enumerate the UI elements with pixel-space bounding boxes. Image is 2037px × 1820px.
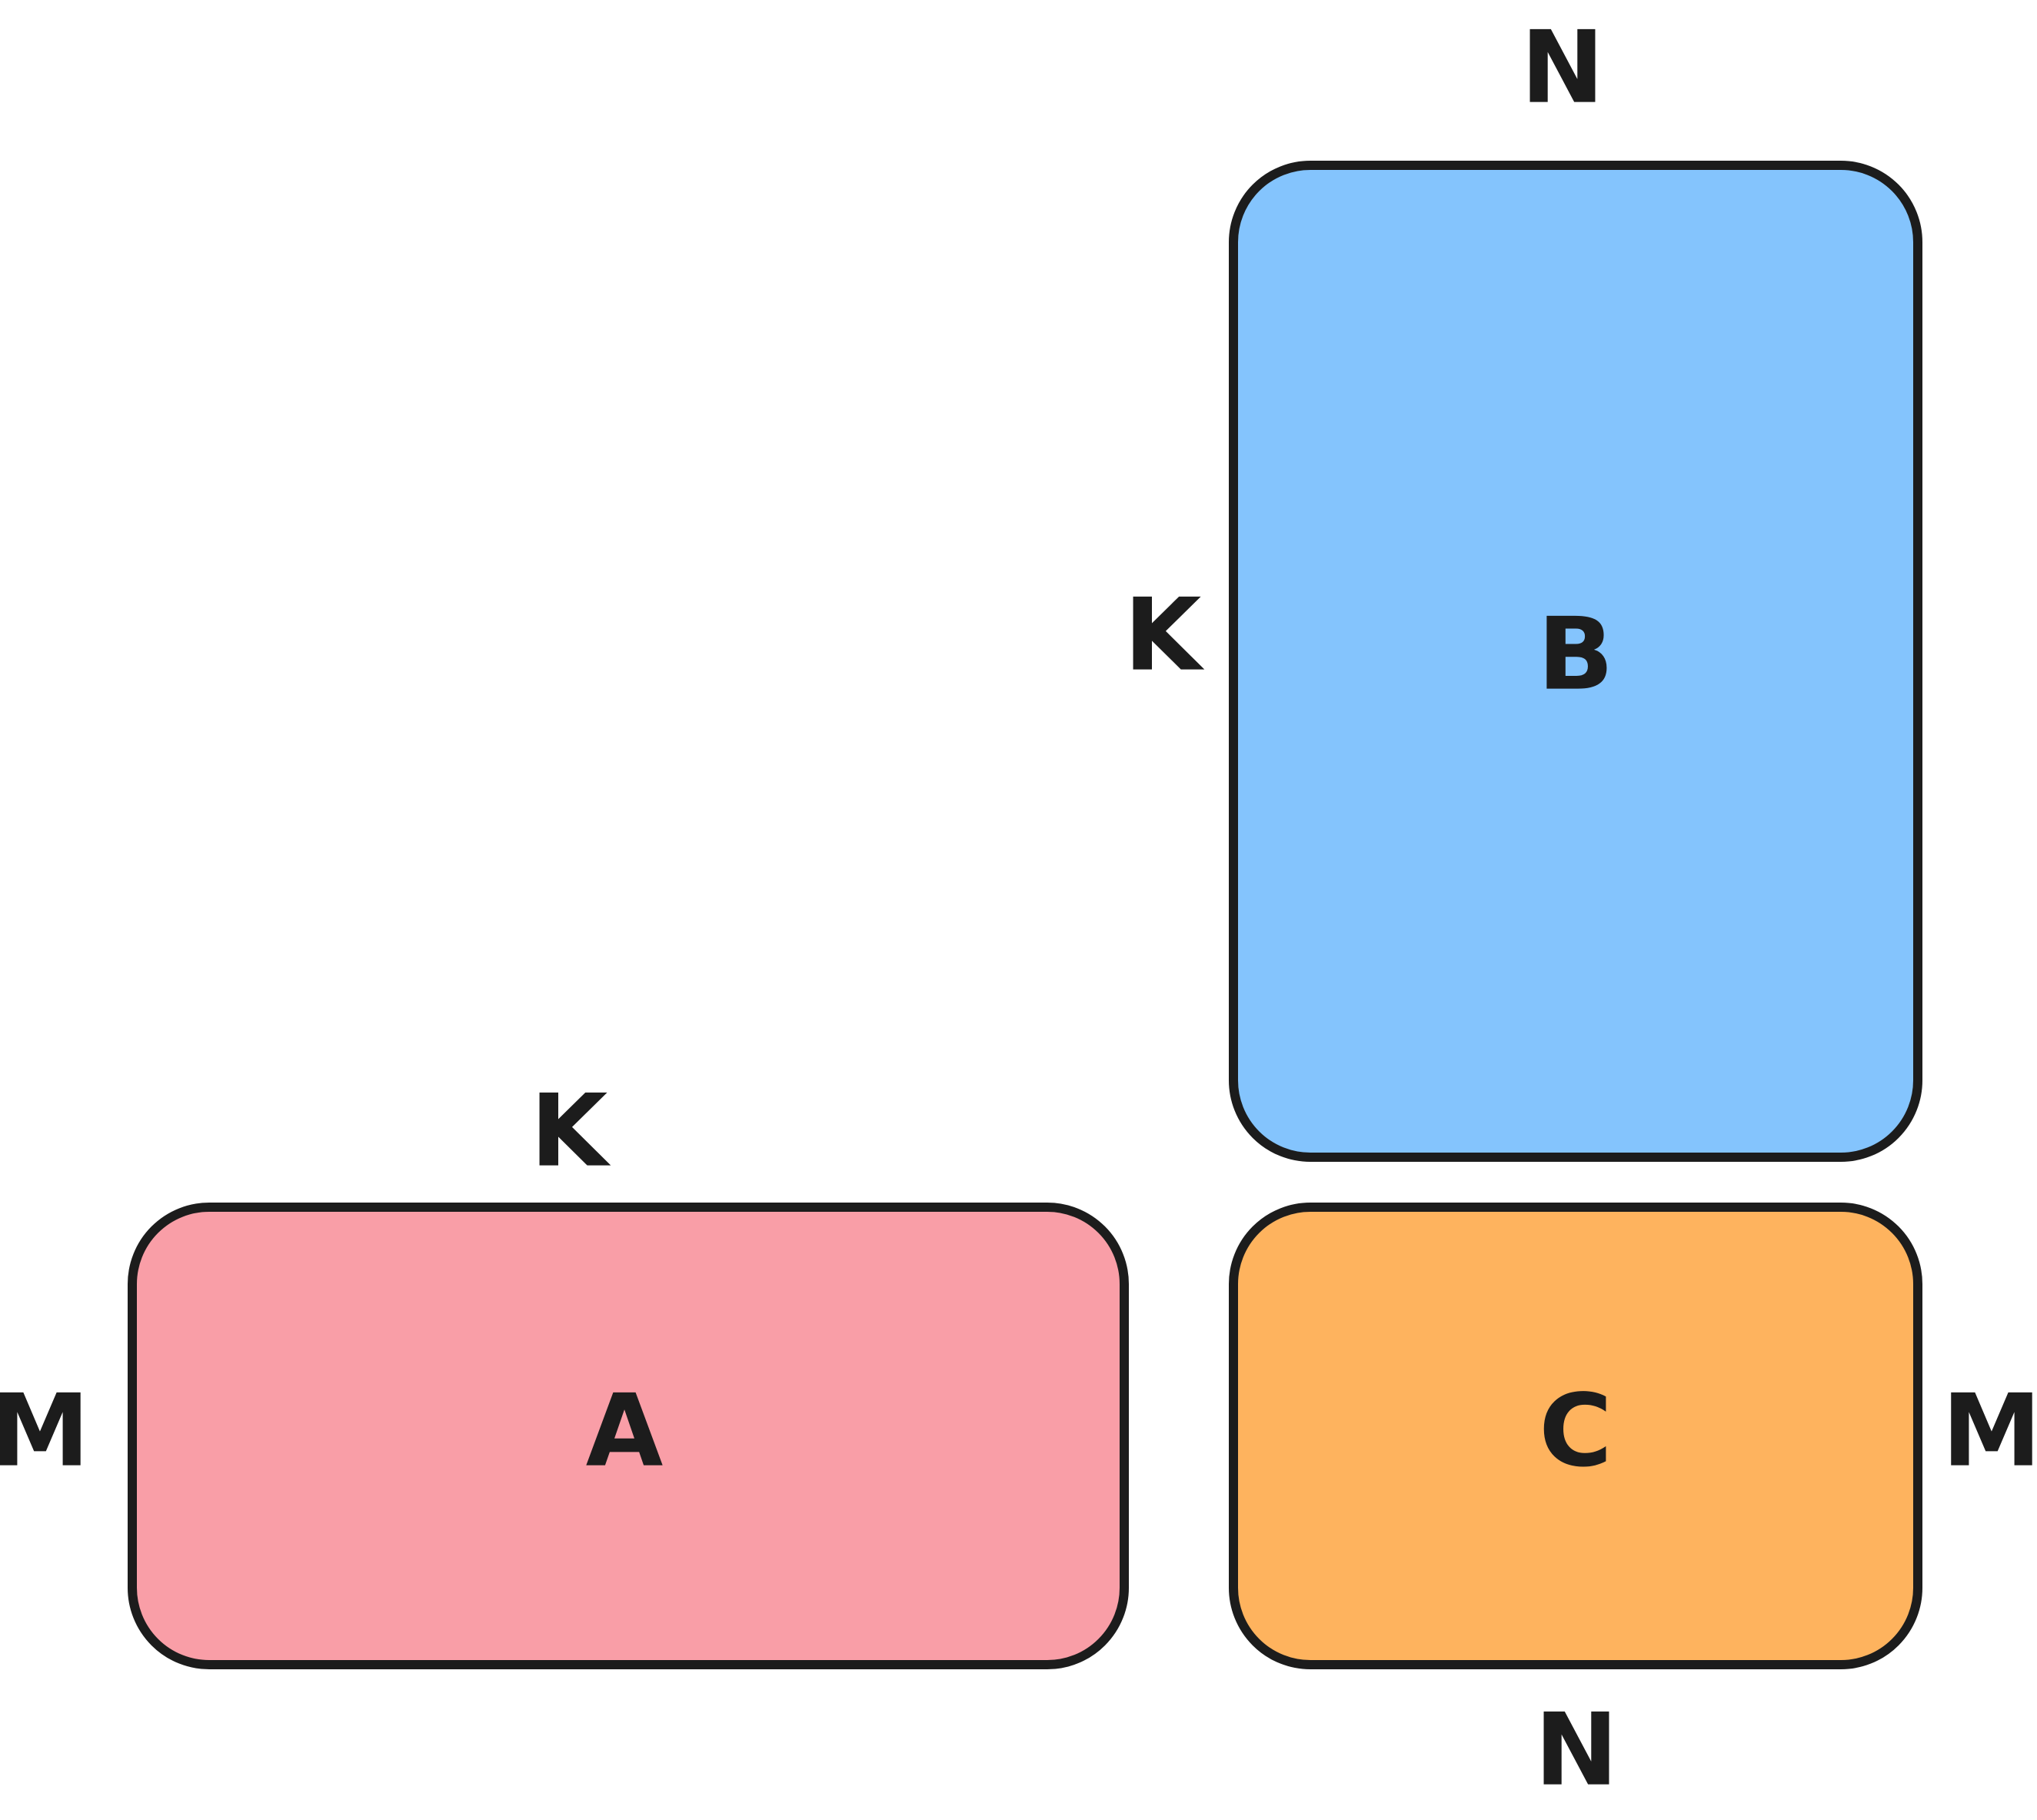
- matrix-c-cols-label: N: [1535, 1692, 1619, 1808]
- matrix-c-rows-label: M: [1942, 1372, 2037, 1489]
- matrix-c-label: C: [1539, 1372, 1612, 1489]
- matrix-a-label: A: [586, 1372, 664, 1489]
- matrix-c: C M N: [1229, 1203, 2037, 1808]
- matrix-a-cols-label: K: [531, 1073, 611, 1189]
- matrix-a-box: [128, 1203, 1129, 1669]
- matrix-b-cols-label: N: [1521, 9, 1605, 126]
- matrix-b-rows-label: K: [1124, 577, 1205, 694]
- matrix-b-label: B: [1537, 596, 1613, 713]
- matrix-a: A K M: [0, 1073, 1129, 1669]
- matrix-b-box: [1229, 161, 1922, 1162]
- matrix-b: B N K: [1124, 9, 1922, 1162]
- matrix-c-box: [1229, 1203, 1922, 1669]
- matrix-a-rows-label: M: [0, 1372, 90, 1489]
